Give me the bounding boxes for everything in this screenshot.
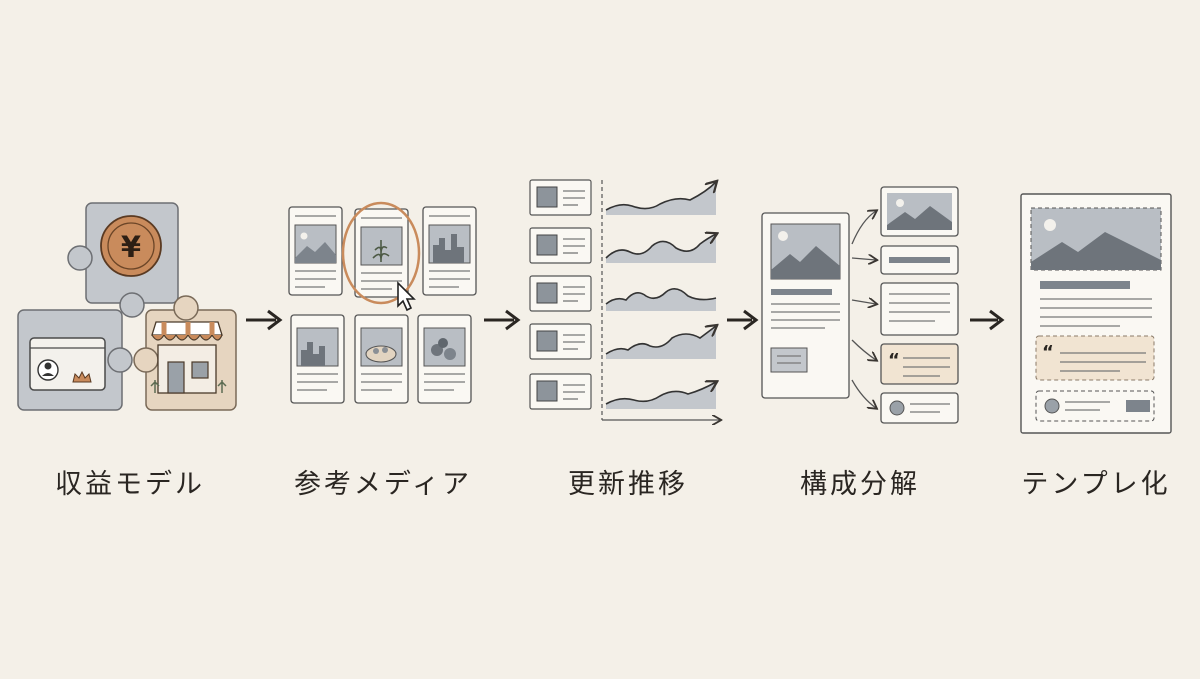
step-label-templating: テンプレ化 — [1021, 469, 1171, 500]
reference-media-illustration — [288, 201, 477, 404]
flow-arrow-2 — [484, 309, 521, 331]
revenue-model-illustration: ¥ — [17, 202, 237, 411]
step-label-reference-media: 参考メディア — [293, 469, 473, 500]
media-card — [290, 314, 345, 404]
block-image — [880, 186, 959, 237]
media-card — [422, 206, 477, 296]
template-illustration: “ — [1020, 193, 1172, 434]
flow-arrow-1 — [246, 309, 283, 331]
media-card — [288, 206, 343, 296]
yen-glyph: ¥ — [121, 230, 141, 264]
flow-arrow-4 — [970, 309, 1005, 331]
template-text-slot — [1040, 298, 1152, 327]
block-heading — [880, 245, 959, 275]
article-page — [761, 212, 850, 399]
flow-arrow-3 — [727, 309, 759, 331]
block-quote: “ — [880, 343, 959, 385]
member-card-icon — [29, 337, 106, 391]
template-heading-slot — [1040, 281, 1130, 289]
yen-icon: ¥ — [100, 215, 162, 277]
trend-row — [529, 180, 716, 216]
trend-row — [529, 373, 716, 410]
step-label-update-trend: 更新推移 — [568, 469, 688, 500]
shop-icon — [150, 321, 227, 394]
template-image-slot — [1030, 207, 1162, 271]
quote-icon: “ — [888, 350, 900, 371]
block-text — [880, 282, 959, 336]
step-label-revenue-model: 収益モデル — [55, 469, 205, 500]
media-card-selected — [341, 201, 421, 305]
trend-row — [529, 275, 717, 312]
template-quote-slot: “ — [1035, 335, 1155, 381]
step-label-structure-breakdown: 構成分解 — [800, 469, 920, 500]
template-profile-slot — [1035, 390, 1155, 422]
media-card — [417, 314, 472, 404]
quote-icon: “ — [1042, 342, 1054, 363]
cursor-icon — [397, 281, 416, 312]
update-trend-illustration — [529, 180, 720, 420]
media-card — [354, 314, 409, 404]
block-profile — [880, 392, 959, 424]
trend-row — [529, 227, 716, 264]
trend-row — [529, 323, 716, 360]
structure-breakdown-illustration: “ — [761, 186, 959, 424]
